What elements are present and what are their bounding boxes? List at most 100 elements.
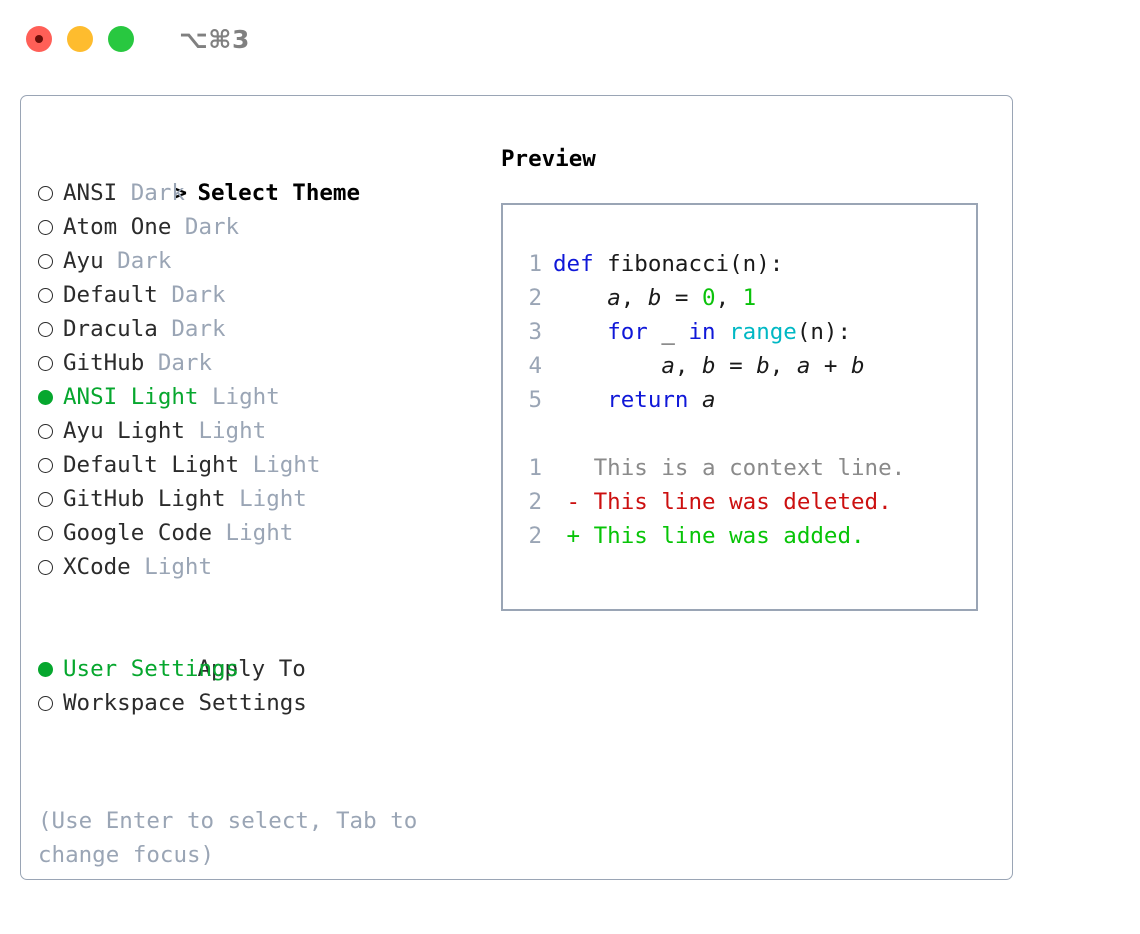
theme-list-item[interactable]: Google Code Light (38, 516, 488, 550)
diff-line: 2 + This line was added. (518, 519, 976, 553)
theme-list-item[interactable]: Dracula Dark (38, 312, 488, 346)
theme-list-item[interactable]: Ayu Dark (38, 244, 488, 278)
diff-line: 1 This is a context line. (518, 451, 976, 485)
code-token: range (729, 319, 797, 345)
code-token: , (769, 353, 797, 379)
apply-to-item-label: Workspace Settings (63, 690, 307, 716)
apply-to-item[interactable]: User Settings (38, 652, 488, 686)
radio-selected-icon[interactable] (38, 390, 53, 405)
theme-list-item[interactable]: XCode Light (38, 550, 488, 584)
theme-kind-badge: Light (184, 418, 267, 444)
keyboard-shortcut-label: ⌥⌘3 (179, 24, 250, 54)
theme-name: Ayu Light (63, 418, 185, 444)
radio-unselected-icon[interactable] (38, 458, 53, 473)
radio-unselected-icon[interactable] (38, 424, 53, 439)
code-line: 2 a, b = 0, 1 (518, 281, 976, 315)
theme-name: GitHub Light (63, 486, 226, 512)
theme-kind-badge: Dark (157, 316, 226, 342)
theme-name: ANSI (63, 180, 118, 206)
close-button[interactable] (26, 26, 52, 52)
code-token: a (796, 353, 811, 379)
radio-unselected-icon[interactable] (38, 288, 53, 303)
code-line: 4 a, b = b, a + b (518, 349, 976, 383)
code-diff-spacer (518, 417, 976, 451)
theme-name: ANSI Light (63, 384, 199, 410)
theme-kind-badge: Dark (144, 350, 213, 376)
code-token: fibonacci(n): (593, 251, 784, 277)
theme-list-item[interactable]: Ayu Light Light (38, 414, 488, 448)
focus-caret-icon: > (173, 180, 188, 206)
code-token (553, 319, 607, 345)
code-token (553, 387, 607, 413)
code-token: a (661, 353, 675, 379)
radio-unselected-icon[interactable] (38, 526, 53, 541)
theme-name: Google Code (63, 520, 213, 546)
theme-name: Dracula (63, 316, 158, 342)
theme-kind-badge: Dark (117, 180, 185, 206)
theme-list-item[interactable]: Default Light Light (38, 448, 488, 482)
code-token: , (715, 285, 743, 311)
code-token: a (702, 387, 716, 413)
minimize-button[interactable] (67, 26, 93, 52)
code-token: , (674, 353, 703, 379)
theme-list-item[interactable]: ANSI Light Light (38, 380, 488, 414)
apply-to-heading-label: Apply To (197, 656, 306, 682)
select-theme-heading: > Select Theme (38, 142, 488, 206)
theme-list-item[interactable]: GitHub Light Light (38, 482, 488, 516)
theme-name: Default Light (63, 452, 240, 478)
theme-kind-badge: Light (198, 384, 280, 410)
radio-unselected-icon[interactable] (38, 696, 53, 711)
preview-pane: Preview (501, 142, 991, 176)
theme-list-item[interactable]: ANSI Dark (38, 176, 488, 210)
code-token: , (620, 285, 648, 311)
code-token: return (607, 387, 689, 413)
help-text: (Use Enter to select, Tab to change focu… (38, 808, 418, 868)
radio-unselected-icon[interactable] (38, 322, 53, 337)
code-token: for (607, 319, 648, 345)
code-token: (n): (796, 319, 852, 345)
code-token: 1 (742, 285, 757, 311)
code-token: b (851, 353, 865, 379)
code-line: 1 def fibonacci(n): (518, 247, 976, 281)
radio-unselected-icon[interactable] (38, 220, 53, 235)
radio-unselected-icon[interactable] (38, 560, 53, 575)
code-line: 5 return a (518, 383, 976, 417)
code-token: b (647, 285, 662, 311)
diff-line: 2 - This line was deleted. (518, 485, 976, 519)
code-line-number: 5 (528, 387, 542, 413)
code-token: a (607, 285, 621, 311)
radio-selected-icon[interactable] (38, 662, 53, 677)
theme-list-item[interactable]: GitHub Dark (38, 346, 488, 380)
radio-unselected-icon[interactable] (38, 186, 53, 201)
code-token: def (553, 251, 594, 277)
code-token: 0 (702, 285, 716, 311)
diff-sample: 1 This is a context line.2 - This line w… (518, 451, 976, 553)
diff-line-text: - This line was deleted. (553, 489, 892, 515)
select-theme-heading-label: Select Theme (197, 180, 361, 206)
theme-name: Atom One (63, 214, 172, 240)
code-token (716, 319, 730, 345)
theme-kind-badge: Light (130, 554, 213, 580)
theme-name: Default (63, 282, 158, 308)
radio-unselected-icon[interactable] (38, 492, 53, 507)
code-token: b (756, 353, 770, 379)
code-line-number: 1 (528, 251, 542, 277)
theme-kind-badge: Light (212, 520, 294, 546)
maximize-button[interactable] (108, 26, 134, 52)
theme-list-item[interactable]: Default Dark (38, 278, 488, 312)
theme-list-item[interactable]: Atom One Dark (38, 210, 488, 244)
code-token: _ (647, 319, 689, 345)
theme-name: GitHub (63, 350, 145, 376)
code-token: in (688, 319, 716, 345)
code-token (688, 387, 702, 413)
apply-to-item[interactable]: Workspace Settings (38, 686, 488, 720)
radio-unselected-icon[interactable] (38, 254, 53, 269)
diff-line-text: + This line was added. (553, 523, 865, 549)
spacer (38, 584, 488, 618)
radio-unselected-icon[interactable] (38, 356, 53, 371)
